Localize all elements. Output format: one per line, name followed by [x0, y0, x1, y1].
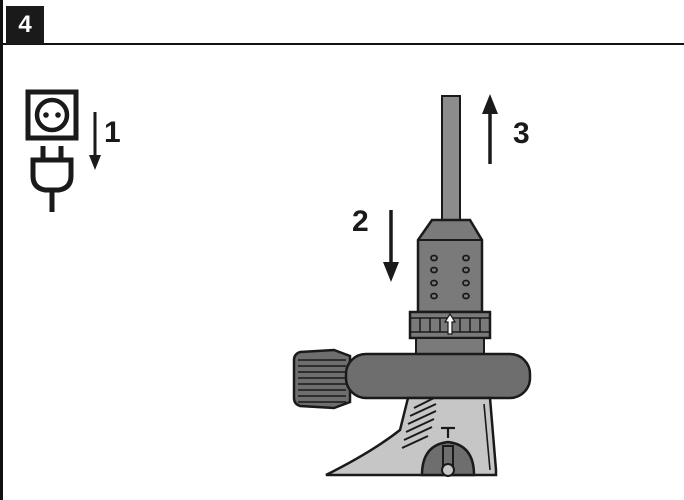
arrow-1-down-icon [89, 112, 101, 170]
tool-chuck [416, 218, 484, 314]
drill-bit [441, 95, 461, 223]
drill-body [325, 396, 498, 477]
callout-1: 1 [104, 116, 121, 149]
arrow-3-up-icon [482, 94, 498, 164]
header-divider [0, 43, 684, 45]
mode-selector-knob [420, 440, 476, 477]
power-plug-icon [30, 146, 74, 212]
callout-2: 2 [352, 205, 369, 238]
locking-sleeve [408, 310, 492, 340]
power-socket-icon [25, 89, 79, 141]
step-number-badge: 4 [6, 6, 44, 44]
callout-3: 3 [513, 117, 530, 150]
arrow-2-down-icon [383, 210, 399, 282]
